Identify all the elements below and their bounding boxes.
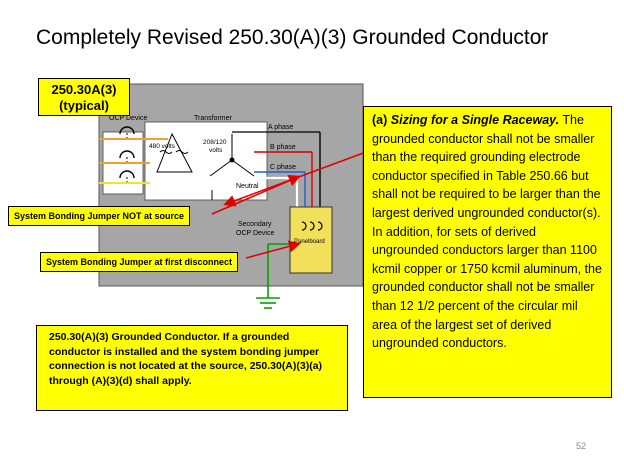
grounded-conductor-callout: 250.30(A)(3) Grounded Conductor. If a gr… [36,325,348,411]
a-phase-label: A phase [268,124,293,131]
arrow-at-disconnect [245,240,301,259]
sizing-lead: Sizing for a Single Raceway. [390,113,560,127]
sizing-callout: (a) Sizing for a Single Raceway. The gro… [363,106,612,398]
ground-symbol [256,297,280,309]
c-phase-label: C phase [270,164,296,171]
panelboard-label: Panelboard [294,239,325,245]
primary-volts-label: 480 volts [149,143,176,150]
primary-delta-winding [156,132,193,173]
transformer-label: Transformer [194,115,233,122]
transformer-box [144,121,268,201]
panelboard-box [289,206,333,274]
sizing-letter: (a) [372,113,388,127]
typical-label: 250.30A(3) (typical) [38,78,130,116]
neutral-conductor [211,176,299,212]
secondary-breakers [301,221,323,231]
neutral-label: Neutral [236,183,259,190]
secondary-ocp-label: Secondary OCP Device [236,221,274,237]
sizing-body: The grounded conductor shall not be smal… [372,113,602,351]
page-title: Completely Revised 250.30(A)(3) Grounded… [36,26,549,49]
page-number: 52 [576,441,587,451]
secondary-wye-winding [209,134,255,177]
arrow-to-sizing [223,151,367,207]
typical-label-line1: 250.30A(3) [51,82,117,97]
typical-label-line2: (typical) [59,98,109,113]
b-phase-label: B phase [270,144,296,151]
secondary-volts-label: 208/120 volts [203,139,228,154]
jumper-not-at-source-label: System Bonding Jumper NOT at source [8,206,191,226]
jumper-at-disconnect-label: System Bonding Jumper at first disconnec… [40,252,239,272]
